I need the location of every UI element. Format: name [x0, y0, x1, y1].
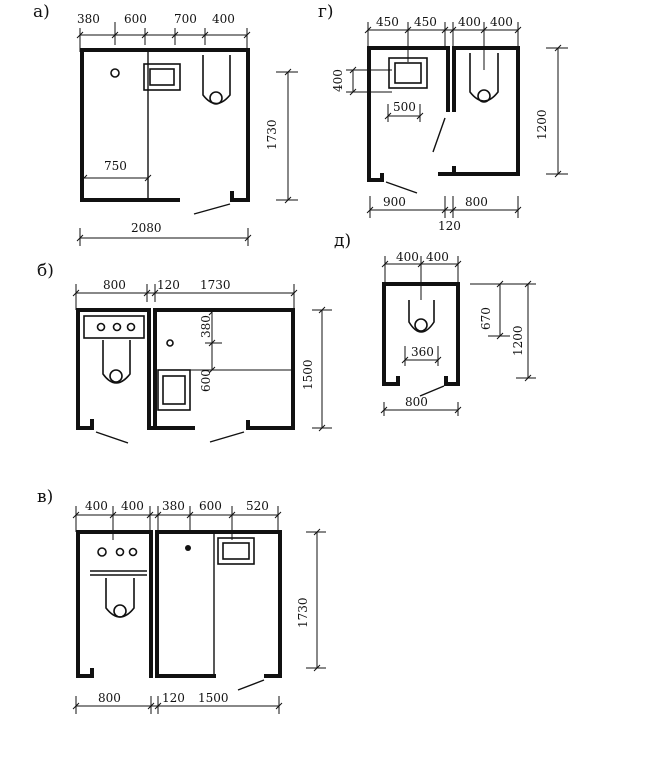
dim-a-400: 400	[212, 12, 235, 26]
panel-g-right-dimension	[546, 44, 568, 178]
dim-g-450b: 450	[414, 15, 437, 29]
panel-d-walls	[382, 282, 460, 386]
panel-v-label: в)	[37, 487, 53, 507]
dim-a-2080: 2080	[131, 221, 162, 235]
panel-v-bottom-dimension	[72, 696, 283, 714]
dim-d-400a: 400	[396, 250, 419, 264]
panel-a-sink-icon	[143, 63, 181, 91]
dim-a-600: 600	[124, 12, 147, 26]
panel-g-bottom-dimension	[366, 196, 522, 218]
dim-a-380: 380	[77, 12, 100, 26]
panel-a-top-dimension	[76, 22, 251, 52]
dim-b-120: 120	[157, 278, 180, 292]
dim-d-360: 360	[411, 345, 434, 359]
dim-b-380: 380	[199, 315, 213, 338]
panel-g-door-left	[385, 181, 418, 194]
panel-d-toilet-icon	[408, 300, 435, 333]
dim-g-1200: 1200	[535, 109, 549, 140]
panel-b-sink-icon	[157, 369, 191, 411]
dim-b-1500: 1500	[301, 359, 315, 390]
dim-d-400b: 400	[426, 250, 449, 264]
panel-d-top-dimension	[381, 256, 462, 300]
dim-b-1730: 1730	[200, 278, 231, 292]
dim-a-750: 750	[104, 159, 127, 173]
panel-a-toilet-icon	[202, 55, 231, 105]
dim-g-800: 800	[465, 195, 488, 209]
dim-g-120: 120	[438, 219, 461, 233]
panel-v-walls	[76, 530, 282, 678]
panel-d-bottom-dimension	[380, 402, 462, 416]
panel-b-door-right	[209, 431, 245, 443]
panel-b-shower-icon	[166, 339, 174, 347]
dim-v-520: 520	[246, 499, 269, 513]
panel-v-toilet-icon	[105, 578, 135, 618]
panel-b-door-left	[95, 431, 129, 444]
dim-d-1200: 1200	[511, 325, 525, 356]
panel-d-label: д)	[334, 231, 351, 251]
dim-d-800: 800	[405, 395, 428, 409]
panel-a-right-dimension	[276, 68, 298, 204]
dim-v-800: 800	[98, 691, 121, 705]
panel-g-left-dimension	[346, 66, 392, 96]
panel-a: а) 380 600 700 400	[33, 2, 298, 246]
panel-a-inner-dimension	[80, 174, 152, 182]
panel-d-right-dimension	[470, 280, 536, 382]
panel-v-stove-icon	[90, 547, 147, 576]
panel-b: б) 800 120 1730	[37, 261, 332, 444]
dim-a-700: 700	[174, 12, 197, 26]
panel-v-right-dimension	[306, 528, 326, 672]
dim-g-400b: 400	[490, 15, 513, 29]
panel-a-bottom-dimension	[76, 228, 252, 246]
panel-g-walls	[367, 46, 520, 182]
dim-b-800: 800	[103, 278, 126, 292]
panel-d-inner-dimension	[401, 346, 442, 366]
panel-g: г) 450 450 400 400	[318, 2, 568, 233]
dim-v-1730: 1730	[296, 597, 310, 628]
panel-v: в) 400 400 380 600 520	[37, 487, 326, 714]
panel-g-toilet-icon	[469, 53, 499, 103]
panel-b-toilet-icon	[102, 340, 131, 384]
panel-b-inner-dimension	[160, 308, 292, 374]
dim-b-600: 600	[199, 369, 213, 392]
panel-b-stove-icon	[83, 315, 145, 339]
panel-v-shower-icon	[185, 545, 191, 551]
panel-a-label: а)	[33, 2, 50, 22]
panel-b-right-dimension	[312, 306, 332, 432]
panel-g-door-middle	[432, 117, 446, 153]
dim-v-120: 120	[162, 691, 185, 705]
dim-g-400a: 400	[458, 15, 481, 29]
panel-d-door	[419, 385, 445, 397]
dim-v-1500: 1500	[198, 691, 229, 705]
panel-b-walls	[76, 308, 295, 430]
panel-a-door	[193, 203, 231, 215]
panel-b-top-dimension	[72, 284, 298, 310]
dim-g-900: 900	[383, 195, 406, 209]
panel-g-inner-dimension	[384, 104, 424, 122]
dim-d-670: 670	[479, 307, 493, 330]
dim-v-400a: 400	[85, 499, 108, 513]
panel-a-walls	[80, 48, 250, 202]
panel-b-label: б)	[37, 261, 54, 281]
dim-g-500: 500	[393, 100, 416, 114]
panel-d: д) 400 400 360	[334, 231, 536, 416]
dim-v-380: 380	[162, 499, 185, 513]
panel-a-shower-icon	[110, 68, 120, 78]
dim-a-1730: 1730	[265, 119, 279, 150]
panel-g-label: г)	[318, 2, 334, 22]
panel-v-top-dimension	[72, 506, 282, 540]
dim-g-400-left: 400	[331, 69, 345, 92]
dim-g-450a: 450	[376, 15, 399, 29]
panel-g-sink-icon	[388, 57, 428, 89]
dim-v-600: 600	[199, 499, 222, 513]
dim-v-400b: 400	[121, 499, 144, 513]
panel-v-sink-icon	[217, 537, 255, 565]
panel-v-door	[237, 679, 265, 691]
